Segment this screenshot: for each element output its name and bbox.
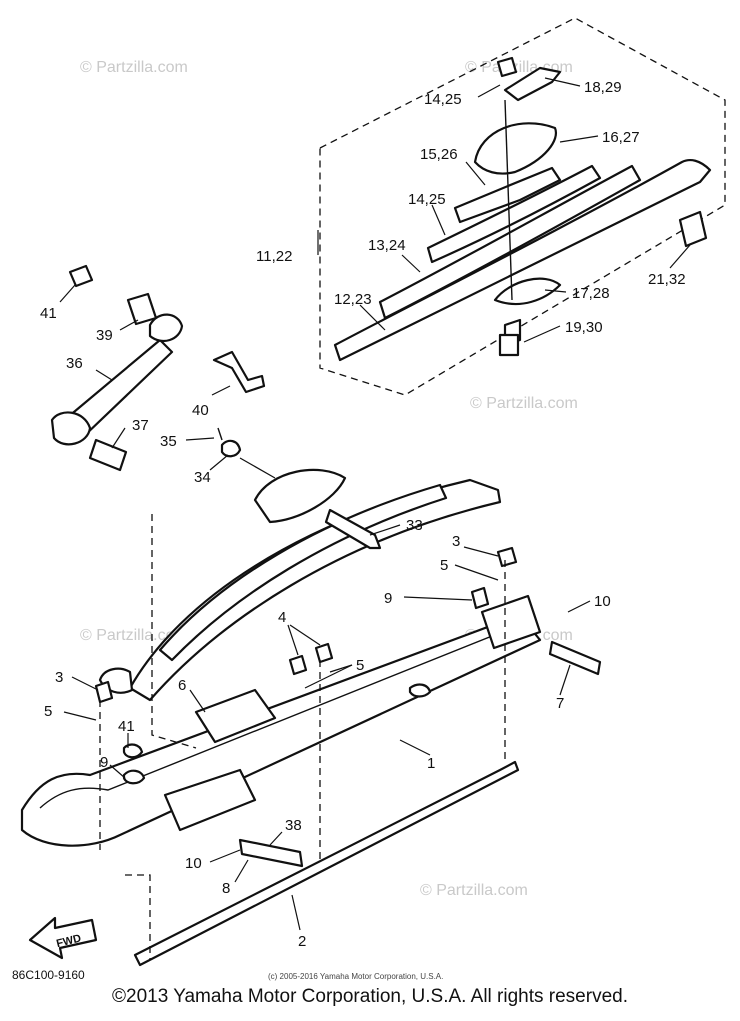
- callout-18-29: 18,29: [584, 79, 622, 96]
- callout-6: 6: [178, 677, 186, 694]
- callout-16-27: 16,27: [602, 129, 640, 146]
- callout-38: 38: [285, 817, 302, 834]
- watermark-6: © Partzilla.com: [420, 882, 528, 899]
- fwd-label: FWD: [55, 932, 82, 950]
- callout-3-left: 3: [55, 669, 63, 686]
- leader-lines: [59, 77, 691, 931]
- callout-39: 39: [96, 327, 113, 344]
- callout-5-mid: 5: [356, 657, 364, 674]
- callout-41-bottom: 41: [118, 718, 135, 735]
- lower-leaf-spring: [98, 468, 502, 702]
- callout-33: 33: [406, 517, 423, 534]
- assembly-line-5: [125, 874, 151, 960]
- assembly-line-1: [151, 514, 197, 749]
- callout-19-30: 19,30: [565, 319, 603, 336]
- callout-37: 37: [132, 417, 149, 434]
- shock-absorber: [50, 264, 266, 472]
- diagram-code: 86C100-9160: [12, 968, 85, 982]
- callout-12-23: 12,23: [334, 291, 372, 308]
- footer-copyright: ©2013 Yamaha Motor Corporation, U.S.A. A…: [112, 986, 628, 1007]
- callout-5-left: 5: [44, 703, 52, 720]
- watermark-3: © Partzilla.com: [470, 395, 578, 412]
- small-copyright: (c) 2005-2016 Yamaha Motor Corporation, …: [268, 972, 443, 981]
- callout-15-26: 15,26: [420, 146, 458, 163]
- callout-13-24: 13,24: [368, 237, 406, 254]
- callout-40: 40: [192, 402, 209, 419]
- callout-5-right: 5: [440, 557, 448, 574]
- callout-3-right: 3: [452, 533, 460, 550]
- leaf-spring-group-outline: [319, 17, 726, 396]
- ski: [20, 546, 602, 967]
- forward-arrow-icon: FWD: [28, 916, 98, 960]
- callout-35: 35: [160, 433, 177, 450]
- callout-17-28: 17,28: [572, 285, 610, 302]
- leaf-spring-assembly: [333, 56, 712, 362]
- watermark-1: © Partzilla.com: [80, 59, 188, 76]
- callout-2: 2: [298, 933, 306, 950]
- callout-7: 7: [556, 695, 564, 712]
- callout-34: 34: [194, 469, 211, 486]
- callout-9-right: 9: [384, 590, 392, 607]
- callout-10-left: 10: [185, 855, 202, 872]
- callout-10-right: 10: [594, 593, 611, 610]
- callout-labels: 14,25 18,29 16,27 15,26 14,25 13,24 11,2…: [40, 79, 686, 950]
- callout-8: 8: [222, 880, 230, 897]
- callout-21-32: 21,32: [648, 271, 686, 288]
- callout-41-top: 41: [40, 305, 57, 322]
- callout-36: 36: [66, 355, 83, 372]
- callout-11-22: 11,22: [256, 248, 292, 265]
- callout-9-left: 9: [100, 754, 108, 771]
- callout-20-31: 14,25: [424, 91, 462, 108]
- callout-1: 1: [427, 755, 435, 772]
- callout-14-25: 14,25: [408, 191, 446, 208]
- watermark-4: © Partzilla.com: [80, 627, 188, 644]
- callout-4: 4: [278, 609, 286, 626]
